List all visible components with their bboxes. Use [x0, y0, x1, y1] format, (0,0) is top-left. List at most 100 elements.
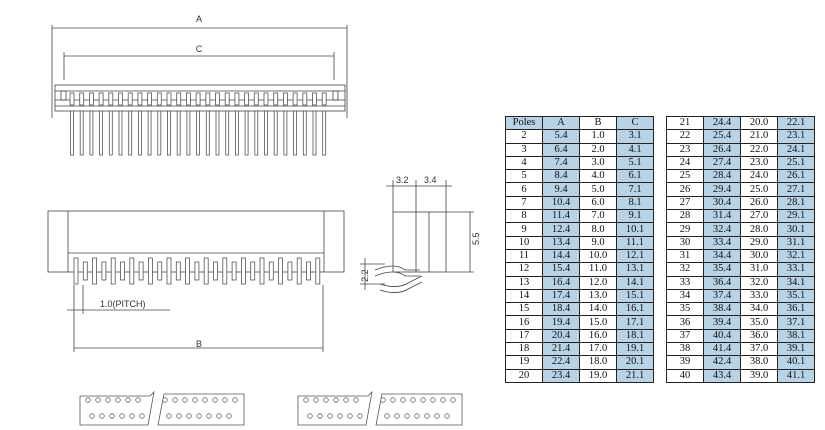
footprint-hole	[176, 413, 182, 419]
top-pin-slot	[137, 92, 143, 106]
front-pin	[120, 261, 125, 281]
front-pin	[138, 261, 144, 281]
a-cell: 38.4	[703, 302, 741, 317]
a-cell: 25.4	[703, 129, 741, 144]
top-pin-lead	[254, 110, 259, 156]
side-height: 5.5	[471, 232, 481, 245]
front-pin	[250, 261, 256, 281]
footprint-hole	[414, 413, 420, 419]
a-cell: 34.4	[703, 248, 741, 264]
top-pin-lead	[147, 110, 152, 156]
poles-cell: 3	[505, 142, 543, 157]
b-cell: 5.0	[579, 182, 617, 197]
top-pin-slot	[263, 92, 269, 106]
front-pin	[194, 261, 200, 281]
footprint-left-b	[157, 393, 245, 426]
c-cell: 12.1	[616, 248, 654, 264]
front-pin	[213, 261, 218, 281]
footprint-hole	[410, 397, 416, 403]
top-pin-slot	[215, 92, 220, 106]
front-pin	[231, 261, 237, 281]
b-cell: 4.0	[579, 169, 617, 184]
b-cell: 28.0	[740, 222, 778, 237]
poles-cell: 4	[505, 155, 543, 171]
footprint-hole	[95, 397, 101, 403]
footprint-hole	[216, 413, 222, 419]
poles-cell: 12	[505, 262, 543, 277]
a-cell: 27.4	[703, 155, 741, 171]
a-cell: 36.4	[703, 275, 741, 290]
header-c: C	[616, 115, 654, 131]
footprint-hole	[424, 413, 430, 419]
top-pin-lead	[293, 110, 298, 156]
top-pin-lead	[108, 110, 113, 156]
front-pin	[222, 257, 228, 285]
footprint-hole	[89, 413, 95, 419]
poles-cell: 21	[666, 115, 704, 131]
b-cell: 31.0	[740, 262, 778, 277]
top-pin-lead	[225, 110, 230, 156]
top-pin-slot	[166, 92, 172, 106]
footprint-hole	[85, 397, 91, 403]
footprint-hole	[357, 413, 363, 419]
top-pin-slot	[79, 92, 85, 106]
poles-cell: 2	[505, 129, 543, 144]
a-cell: 24.4	[703, 115, 741, 131]
top-pin-slot	[108, 92, 114, 106]
top-pin-slot	[273, 92, 279, 106]
dim-c-label: C	[196, 44, 203, 54]
poles-cell: 25	[666, 169, 704, 184]
poles-cell: 17	[505, 328, 543, 344]
footprint-hole	[434, 413, 440, 419]
footprint-hole	[337, 413, 343, 419]
c-cell: 37.1	[777, 315, 815, 330]
top-pin-lead	[215, 110, 220, 156]
b-cell: 25.0	[740, 182, 778, 197]
c-cell: 18.1	[616, 328, 654, 344]
b-cell: 22.0	[740, 142, 778, 157]
a-cell: 35.4	[703, 262, 741, 277]
footprint-hole	[327, 413, 333, 419]
poles-cell: 26	[666, 182, 704, 197]
a-cell: 7.4	[542, 155, 580, 171]
c-cell: 31.1	[777, 235, 815, 250]
c-cell: 5.1	[616, 155, 654, 171]
poles-cell: 24	[666, 155, 704, 171]
top-pin-lead	[167, 110, 171, 156]
c-cell: 29.1	[777, 209, 815, 224]
footprint-hole	[206, 413, 212, 419]
c-cell: 33.1	[777, 262, 815, 277]
top-pin-lead	[176, 110, 181, 156]
top-pin-lead	[283, 110, 288, 156]
top-pin-lead	[273, 110, 278, 156]
poles-cell: 20	[505, 368, 543, 383]
front-pin	[240, 257, 246, 285]
a-cell: 41.4	[703, 342, 741, 357]
top-pin-slot	[292, 92, 298, 106]
top-pin-lead	[234, 110, 239, 156]
a-cell: 16.4	[542, 275, 580, 290]
a-cell: 31.4	[703, 209, 741, 224]
footprint-hole	[232, 397, 238, 403]
c-cell: 10.1	[616, 222, 654, 237]
b-cell: 7.0	[579, 209, 617, 224]
front-pin	[82, 261, 88, 281]
top-pin-lead	[70, 110, 74, 156]
top-pin-slot	[321, 92, 327, 106]
front-pin	[185, 257, 191, 285]
footprint-hole	[404, 413, 410, 419]
poles-cell: 37	[666, 328, 704, 344]
footprint-hole	[323, 397, 329, 403]
poles-cell: 10	[505, 235, 543, 250]
b-cell: 24.0	[740, 169, 778, 184]
